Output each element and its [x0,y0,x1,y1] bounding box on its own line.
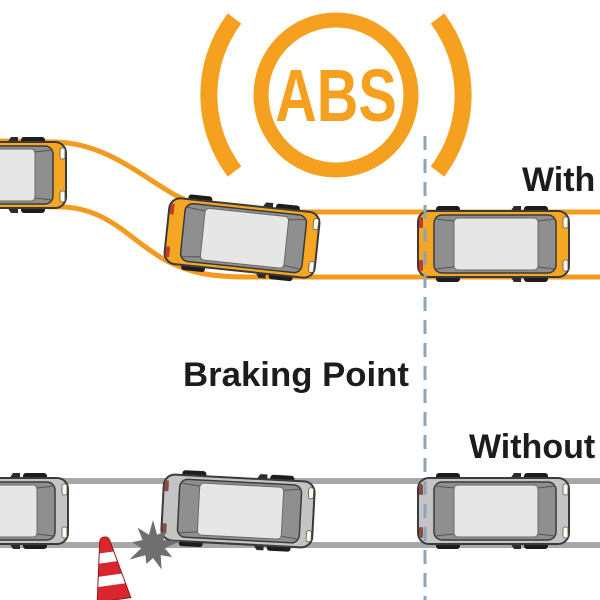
car-headlight-right [305,530,312,543]
collision-burst-icon [129,520,181,570]
car-pillars [434,218,556,270]
car-headlight-right [562,259,569,272]
braking-point-label: Braking Point [183,356,409,394]
car-pillars [434,485,556,537]
car-without-abs-after-braking [417,473,570,549]
car-with-abs-after-braking [417,206,570,282]
car-headlight-left [307,487,315,500]
with-abs-track-upper-edge [0,138,600,215]
abs-left-arc [200,13,242,177]
car-roof [0,484,38,538]
with-abs-label: With [522,161,595,199]
car-taillight-left [419,217,423,228]
car-roof [196,482,285,540]
car-with-abs-steering [163,194,321,282]
car-taillight-left [419,484,423,495]
car-taillight-right [419,527,423,538]
car-taillight-left [169,203,175,215]
car-without-abs-before-braking [0,473,69,549]
car-taillight-right [419,260,423,271]
abs-right-arc [430,13,472,177]
without-abs-label: Without [469,428,595,466]
abs-ring [253,12,419,178]
car-headlight-left [61,483,68,496]
car-roof [199,207,290,269]
car-headlight-left [312,218,320,231]
traffic-cone-stripes [88,534,131,600]
car-pillars [178,482,301,540]
car-headlight-left [59,147,66,160]
car-taillight-right [165,246,171,258]
car-headlight-left [562,216,569,229]
traffic-cone-outline [96,536,132,600]
car-roof [0,148,36,202]
with-abs-track-lower-edge [0,203,600,280]
car-roof [453,484,539,538]
car-taillight-left [164,480,169,492]
car-roof [453,217,539,271]
car-headlight-right [61,526,68,539]
car-headlight-right [59,190,66,203]
car-headlight-left [562,483,569,496]
car-without-abs-skidding [160,470,316,552]
traffic-cone-icon [88,534,132,600]
car-headlight-right [562,526,569,539]
abs-warning-light-icon: ABS [200,12,472,178]
cone-stripe-red [88,534,131,556]
car-with-abs-before-braking [0,137,67,213]
car-headlight-right [308,260,315,273]
abs-label: ABS [275,55,397,138]
car-pillars [181,206,306,270]
